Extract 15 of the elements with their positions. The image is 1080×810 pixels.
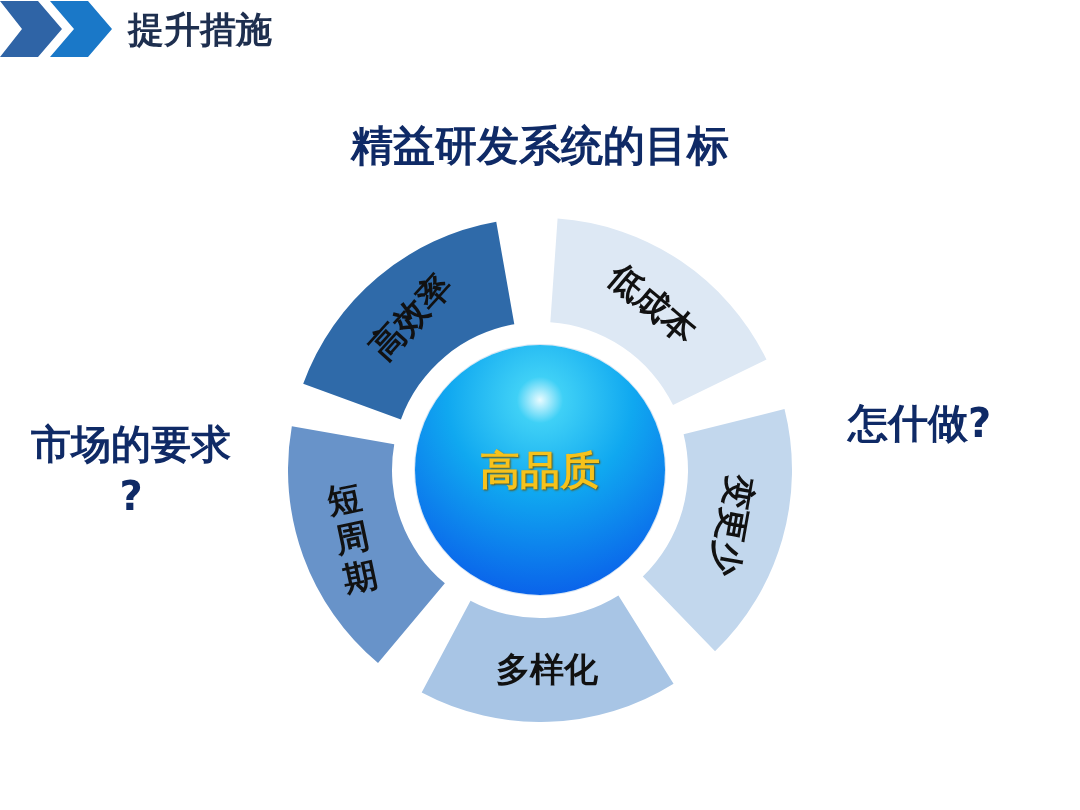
ring-segment (421, 595, 674, 722)
ring-segment (642, 409, 792, 652)
ring-segment (303, 221, 515, 420)
node-text: 高品质 (480, 445, 600, 495)
segment-label: 低成本 (599, 254, 706, 354)
ring-segment (550, 218, 767, 406)
segment-label: 高效率 (360, 263, 461, 370)
page-title: 提升措施 (128, 8, 272, 52)
segment-label: 变更少 (703, 470, 763, 580)
subtitle: 精益研发系统的目标 (349, 120, 730, 172)
segment-label: 多样化 (495, 647, 598, 691)
question-text: 市场的要求? (30, 420, 232, 521)
segment-label: 短周期 (322, 476, 382, 601)
question-text: 怎什做? (848, 399, 992, 448)
ring-segment (288, 426, 445, 664)
